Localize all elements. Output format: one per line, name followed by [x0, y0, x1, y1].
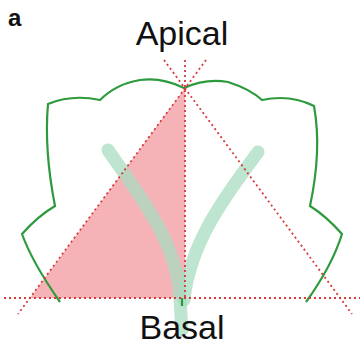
diagonal-line	[164, 60, 352, 314]
axis-label: Apical	[136, 16, 229, 50]
stem-line	[181, 298, 183, 306]
diagonal-line	[18, 60, 206, 314]
base-line	[4, 297, 360, 299]
axis-line	[184, 60, 186, 298]
leaf-outline	[22, 79, 342, 302]
vein-band	[184, 152, 258, 300]
axis-label: Basal	[139, 310, 224, 344]
panel-letter: a	[8, 6, 21, 30]
guide-lines	[4, 60, 360, 314]
